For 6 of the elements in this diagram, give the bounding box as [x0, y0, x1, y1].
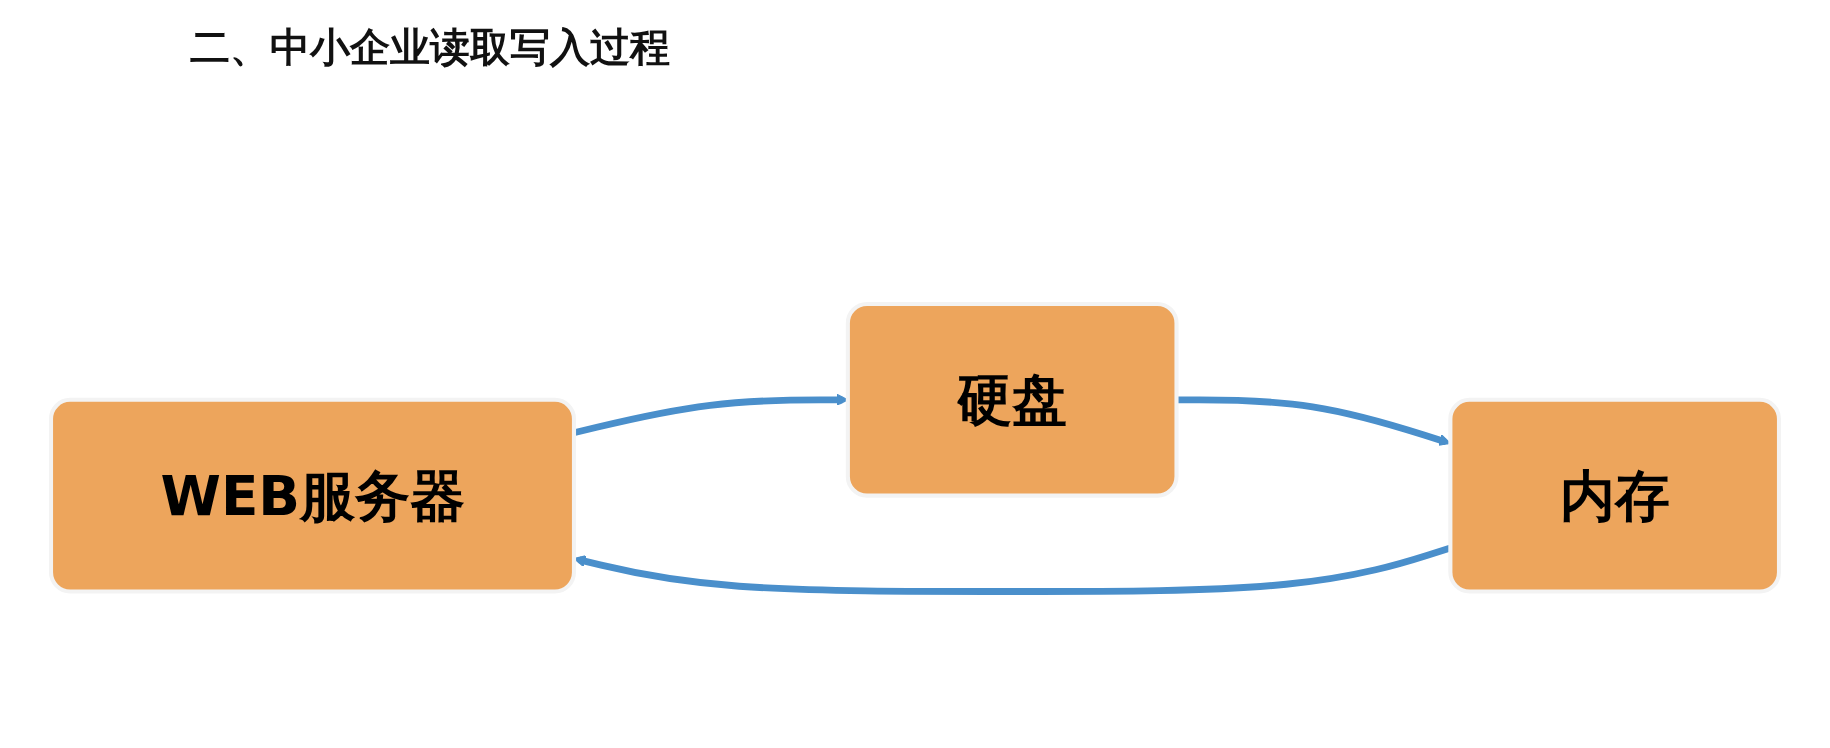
- title: 二、中小企业读取写入过程: [190, 23, 670, 72]
- arrow: [573, 393, 849, 436]
- node-box: WEB服务器: [48, 397, 577, 594]
- node-box: 内存: [1448, 397, 1782, 594]
- node-box: 硬盘: [845, 301, 1179, 498]
- arrow: [1176, 396, 1451, 446]
